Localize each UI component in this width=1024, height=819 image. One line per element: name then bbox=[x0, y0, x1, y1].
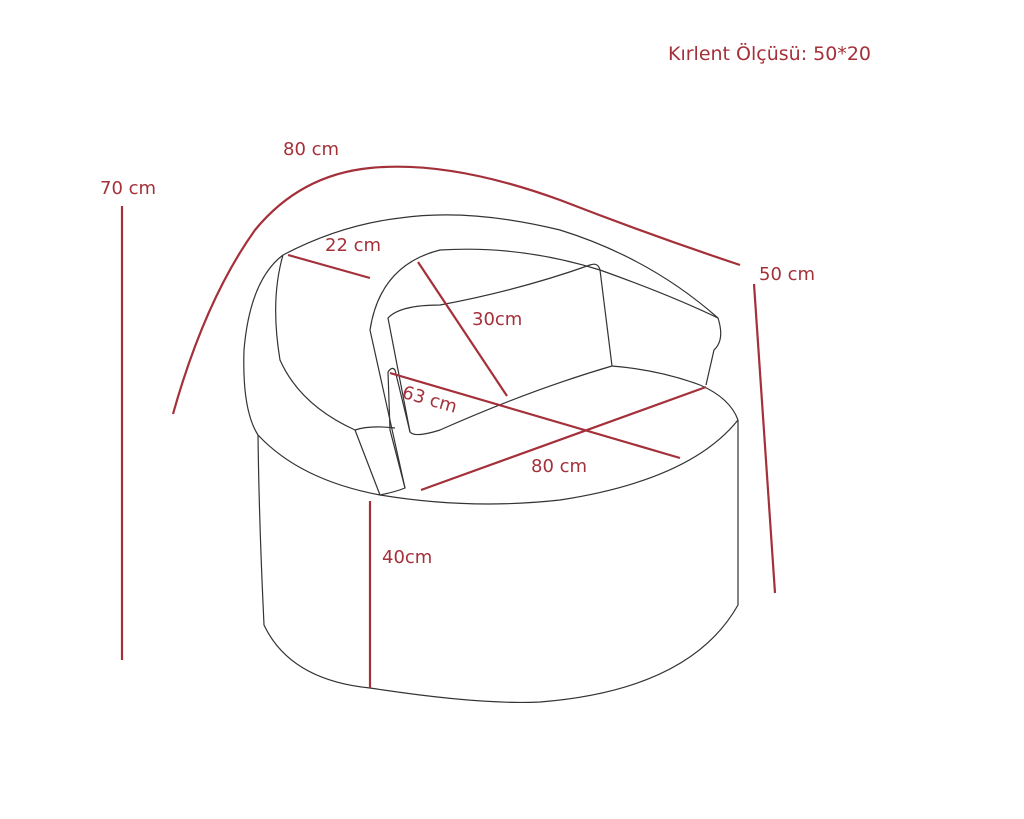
dimension-lines bbox=[120, 165, 777, 688]
side-depth-label: 50 cm bbox=[759, 264, 816, 285]
seat-depth-63-line bbox=[389, 371, 681, 460]
cushion-30-line bbox=[417, 261, 508, 397]
cushion-size-label: Kırlent Ölçüsü: 50*20 bbox=[668, 43, 872, 65]
armrest-width-label: 22 cm bbox=[325, 235, 382, 256]
armrest-22-line bbox=[287, 253, 371, 280]
seat-width-label: 80 cm bbox=[531, 456, 588, 477]
back-arc-width-label: 80 cm bbox=[283, 139, 340, 160]
seat-width-80-line bbox=[420, 385, 707, 492]
chair-outline bbox=[243, 214, 739, 704]
total-height-label: 70 cm bbox=[100, 178, 157, 199]
back-arc-80-line bbox=[171, 165, 741, 415]
cushion-height-label: 30cm bbox=[472, 309, 523, 330]
seat-height-label: 40cm bbox=[382, 547, 433, 568]
side-depth-50-line bbox=[752, 283, 777, 594]
